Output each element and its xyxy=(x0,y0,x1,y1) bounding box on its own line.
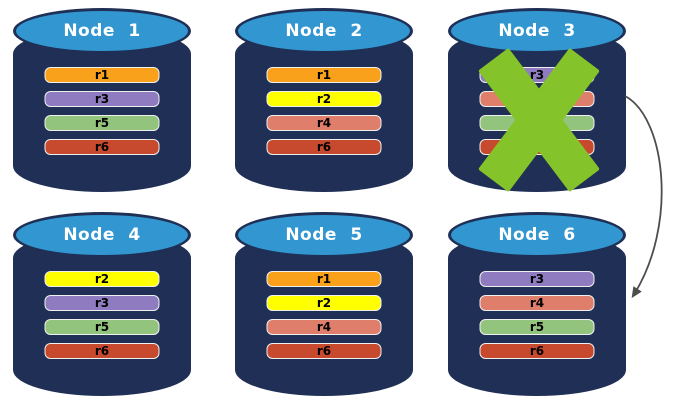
cylinder-body xyxy=(235,28,413,192)
replica-bar: r6 xyxy=(266,139,382,155)
replica-bar-label: r2 xyxy=(94,272,110,286)
replica-bar-label: r1 xyxy=(316,272,332,286)
cylinder-top: Node 4 xyxy=(13,212,191,258)
replica-bar: r4 xyxy=(266,115,382,131)
arrow-path xyxy=(624,95,663,299)
replica-bar-list: r1 r3 r5 r6 xyxy=(44,67,160,155)
replica-bar: r6 xyxy=(44,343,160,359)
replica-bar-label: r1 xyxy=(316,68,332,82)
replica-bar-label: r4 xyxy=(529,92,545,106)
replica-bar-label: r6 xyxy=(94,140,110,154)
replica-bar: r5 xyxy=(44,115,160,131)
replica-bar-label: r4 xyxy=(529,296,545,310)
node-cylinder: Node 2 r1 r2 r4 r6 xyxy=(235,8,413,192)
cylinder-top: Node 5 xyxy=(235,212,413,258)
cylinder-top: Node 3 xyxy=(448,8,626,54)
cylinder-body xyxy=(13,232,191,396)
replica-bar: r6 xyxy=(479,139,595,155)
replica-bar: r3 xyxy=(44,295,160,311)
replica-bar-label: r6 xyxy=(529,344,545,358)
replica-bar: r1 xyxy=(266,67,382,83)
replica-bar: r5 xyxy=(479,319,595,335)
replica-bar-label: r3 xyxy=(529,68,545,82)
replica-bar: r4 xyxy=(479,91,595,107)
replica-bar-label: r5 xyxy=(529,320,545,334)
replica-bar: r3 xyxy=(44,91,160,107)
node-cylinder: Node 1 r1 r3 r5 r6 xyxy=(13,8,191,192)
cylinder-body xyxy=(13,28,191,192)
replica-bar: r6 xyxy=(266,343,382,359)
replica-bar-list: r1 r2 r4 r6 xyxy=(266,67,382,155)
node-title: Node 3 xyxy=(498,21,576,41)
replica-bar-label: r3 xyxy=(94,296,110,310)
replica-bar: r3 xyxy=(479,67,595,83)
replica-bar-label: r2 xyxy=(316,296,332,310)
node-cylinder: Node 6 r3 r4 r5 r6 xyxy=(448,212,626,396)
replica-bar-list: r3 r4 r5 r6 xyxy=(479,271,595,359)
replica-bar: r4 xyxy=(266,319,382,335)
replica-bar-list: r3 r4 r5 r6 xyxy=(479,67,595,155)
replica-bar: r6 xyxy=(479,343,595,359)
replica-bar: r4 xyxy=(479,295,595,311)
node-title: Node 5 xyxy=(285,225,363,245)
replica-bar-label: r2 xyxy=(316,92,332,106)
cylinder-top: Node 6 xyxy=(448,212,626,258)
replica-bar: r5 xyxy=(44,319,160,335)
node-cylinder: Node 4 r2 r3 r5 r6 xyxy=(13,212,191,396)
replica-bar-label: r6 xyxy=(94,344,110,358)
cylinder-body xyxy=(448,232,626,396)
node-title: Node 2 xyxy=(285,21,363,41)
replica-bar-label: r4 xyxy=(316,116,332,130)
replica-bar-label: r6 xyxy=(316,140,332,154)
replica-bar-label: r3 xyxy=(94,92,110,106)
cylinder-top: Node 2 xyxy=(235,8,413,54)
node-title: Node 4 xyxy=(63,225,141,245)
replica-bar: r6 xyxy=(44,139,160,155)
node-cylinder: Node 3 r3 r4 r5 r6 xyxy=(448,8,626,192)
replica-bar: r3 xyxy=(479,271,595,287)
replica-bar: r2 xyxy=(266,295,382,311)
replica-bar-label: r1 xyxy=(94,68,110,82)
cylinder-top: Node 1 xyxy=(13,8,191,54)
node-title: Node 6 xyxy=(498,225,576,245)
replica-bar: r5 xyxy=(479,115,595,131)
replica-bar: r1 xyxy=(44,67,160,83)
replica-bar-label: r3 xyxy=(529,272,545,286)
replica-bar-label: r5 xyxy=(94,116,110,130)
replica-bar: r2 xyxy=(44,271,160,287)
node-cylinder: Node 5 r1 r2 r4 r6 xyxy=(235,212,413,396)
replica-bar-label: r5 xyxy=(529,116,545,130)
replica-bar-list: r2 r3 r5 r6 xyxy=(44,271,160,359)
cylinder-body xyxy=(235,232,413,396)
replica-bar: r2 xyxy=(266,91,382,107)
replica-bar-label: r5 xyxy=(94,320,110,334)
replica-bar-label: r6 xyxy=(316,344,332,358)
replica-bar-label: r4 xyxy=(316,320,332,334)
node-title: Node 1 xyxy=(63,21,141,41)
replica-bar: r1 xyxy=(266,271,382,287)
replica-bar-label: r6 xyxy=(529,140,545,154)
replica-bar-list: r1 r2 r4 r6 xyxy=(266,271,382,359)
